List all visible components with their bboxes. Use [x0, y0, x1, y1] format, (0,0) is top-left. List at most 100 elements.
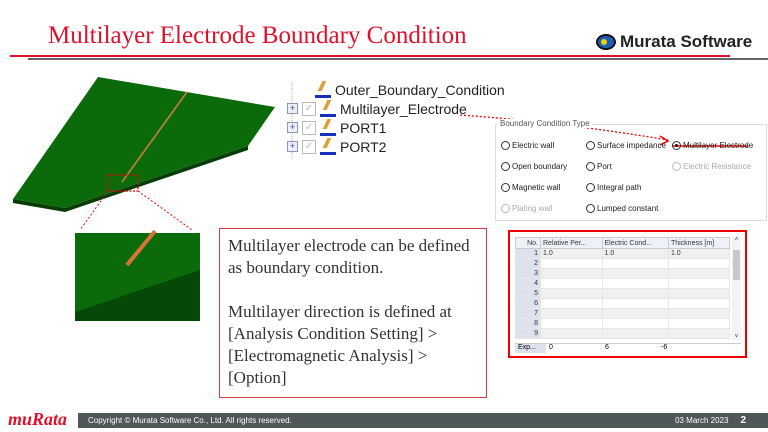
column-header[interactable]: No.: [515, 237, 541, 249]
tree-item[interactable]: +✓PORT2: [287, 137, 505, 156]
radio-option[interactable]: Magnetic wall: [501, 183, 560, 192]
scroll-thumb[interactable]: [733, 250, 740, 280]
scroll-down-icon[interactable]: ˅: [734, 334, 739, 340]
table-cell[interactable]: [667, 298, 731, 309]
column-header[interactable]: Electric Cond...: [601, 237, 669, 249]
table-cell[interactable]: [667, 288, 731, 299]
scroll-up-icon[interactable]: ˄: [734, 237, 739, 243]
table-cell[interactable]: [540, 258, 603, 269]
table-cell[interactable]: 7: [515, 308, 541, 319]
table-cell[interactable]: [601, 258, 669, 269]
radio-option[interactable]: Electric wall: [501, 141, 554, 150]
table-cell[interactable]: [540, 318, 603, 329]
table-cell[interactable]: [601, 328, 669, 339]
table-row[interactable]: 8: [515, 318, 731, 329]
expand-icon[interactable]: +: [287, 103, 298, 114]
radio-icon[interactable]: [672, 162, 681, 171]
radio-label: Multilayer Electrode: [683, 141, 754, 150]
exponent-cell[interactable]: 6: [605, 344, 609, 351]
table-cell[interactable]: 8: [515, 318, 541, 329]
table-cell[interactable]: [601, 278, 669, 289]
tree-item[interactable]: Outer_Boundary_Condition: [287, 80, 505, 99]
table-cell[interactable]: [540, 268, 603, 279]
table-cell[interactable]: [601, 288, 669, 299]
table-row[interactable]: 2: [515, 258, 731, 269]
expand-icon[interactable]: +: [287, 141, 298, 152]
table-cell[interactable]: [601, 308, 669, 319]
board-top: [13, 77, 275, 208]
exponent-cell[interactable]: -6: [661, 344, 668, 351]
radio-icon[interactable]: [586, 183, 595, 192]
radio-icon[interactable]: [501, 162, 510, 171]
radio-option[interactable]: Surface impedance: [586, 141, 666, 150]
radio-label: Electric wall: [512, 141, 555, 150]
table-row[interactable]: 6: [515, 298, 731, 309]
table-cell[interactable]: [601, 268, 669, 279]
radio-icon[interactable]: [586, 162, 595, 171]
table-cell[interactable]: [601, 318, 669, 329]
table-cell[interactable]: 5: [515, 288, 541, 299]
table-cell[interactable]: [601, 298, 669, 309]
group-legend: Boundary Condition Type: [498, 119, 592, 128]
expand-icon[interactable]: +: [287, 122, 298, 133]
tree-item[interactable]: + ✓ PORT1: [287, 118, 505, 137]
column-header[interactable]: Thickness [m]: [667, 237, 731, 249]
table-row[interactable]: 9: [515, 328, 731, 339]
table-row[interactable]: 4: [515, 278, 731, 289]
table-cell[interactable]: [540, 328, 603, 339]
table-cell[interactable]: [540, 278, 603, 289]
checkbox[interactable]: ✓: [302, 101, 316, 116]
table-cell[interactable]: [667, 328, 731, 339]
table-cell[interactable]: [667, 318, 731, 329]
boundary-icon: [320, 100, 336, 117]
radio-option[interactable]: Port: [586, 162, 612, 171]
checkbox[interactable]: ✓: [302, 139, 316, 154]
zoom-connector: [137, 190, 193, 231]
radio-label: Open boundary: [512, 162, 568, 171]
table-cell[interactable]: [540, 308, 603, 319]
table-cell[interactable]: [667, 278, 731, 289]
table-cell[interactable]: 1: [515, 248, 541, 259]
table-row[interactable]: 5: [515, 288, 731, 299]
board-side: [13, 146, 248, 212]
table-cell[interactable]: 1.0: [667, 248, 731, 259]
table-cell[interactable]: [540, 298, 603, 309]
tree-item[interactable]: +✓Multilayer_Electrode: [287, 99, 505, 118]
radio-icon[interactable]: [586, 204, 595, 213]
tree-item-label: PORT1: [340, 119, 387, 136]
tree-item-label: Outer_Boundary_Condition: [335, 81, 505, 98]
table-cell[interactable]: 6: [515, 298, 541, 309]
checkbox[interactable]: ✓: [302, 120, 316, 135]
table-cell[interactable]: 1.0: [540, 248, 603, 259]
table-cell[interactable]: 1.0: [601, 248, 669, 259]
layer-table-highlight: No.Relative Per...Electric Cond...Thickn…: [508, 230, 747, 358]
table-cell[interactable]: [667, 308, 731, 319]
table-cell[interactable]: [667, 268, 731, 279]
exponent-cell[interactable]: 0: [549, 344, 553, 351]
table-cell[interactable]: [540, 288, 603, 299]
radio-icon[interactable]: [501, 204, 510, 213]
radio-icon[interactable]: [586, 141, 595, 150]
radio-icon[interactable]: [501, 141, 510, 150]
zoom-inset: [75, 229, 200, 321]
exponent-cell[interactable]: Exp...: [515, 344, 546, 353]
table-row[interactable]: 7: [515, 308, 731, 319]
table-cell[interactable]: [667, 258, 731, 269]
radio-option[interactable]: Multilayer Electrode: [672, 141, 753, 150]
radio-icon[interactable]: [501, 183, 510, 192]
table-cell[interactable]: 2: [515, 258, 541, 269]
table-row[interactable]: 3: [515, 268, 731, 279]
table-cell[interactable]: 3: [515, 268, 541, 279]
boundary-icon: [320, 119, 336, 136]
boundary-type-group: Boundary Condition Type Electric wall Sur…: [495, 119, 767, 221]
radio-icon[interactable]: [672, 141, 681, 150]
radio-option[interactable]: Open boundary: [501, 162, 567, 171]
table-cell[interactable]: 9: [515, 328, 541, 339]
table-cell[interactable]: 4: [515, 278, 541, 289]
radio-option[interactable]: Integral path: [586, 183, 641, 192]
scrollbar[interactable]: ˄˅: [732, 237, 741, 340]
radio-option[interactable]: Lumped constant: [586, 204, 658, 213]
title-underline: [10, 55, 730, 57]
column-header[interactable]: Relative Per...: [540, 237, 603, 249]
